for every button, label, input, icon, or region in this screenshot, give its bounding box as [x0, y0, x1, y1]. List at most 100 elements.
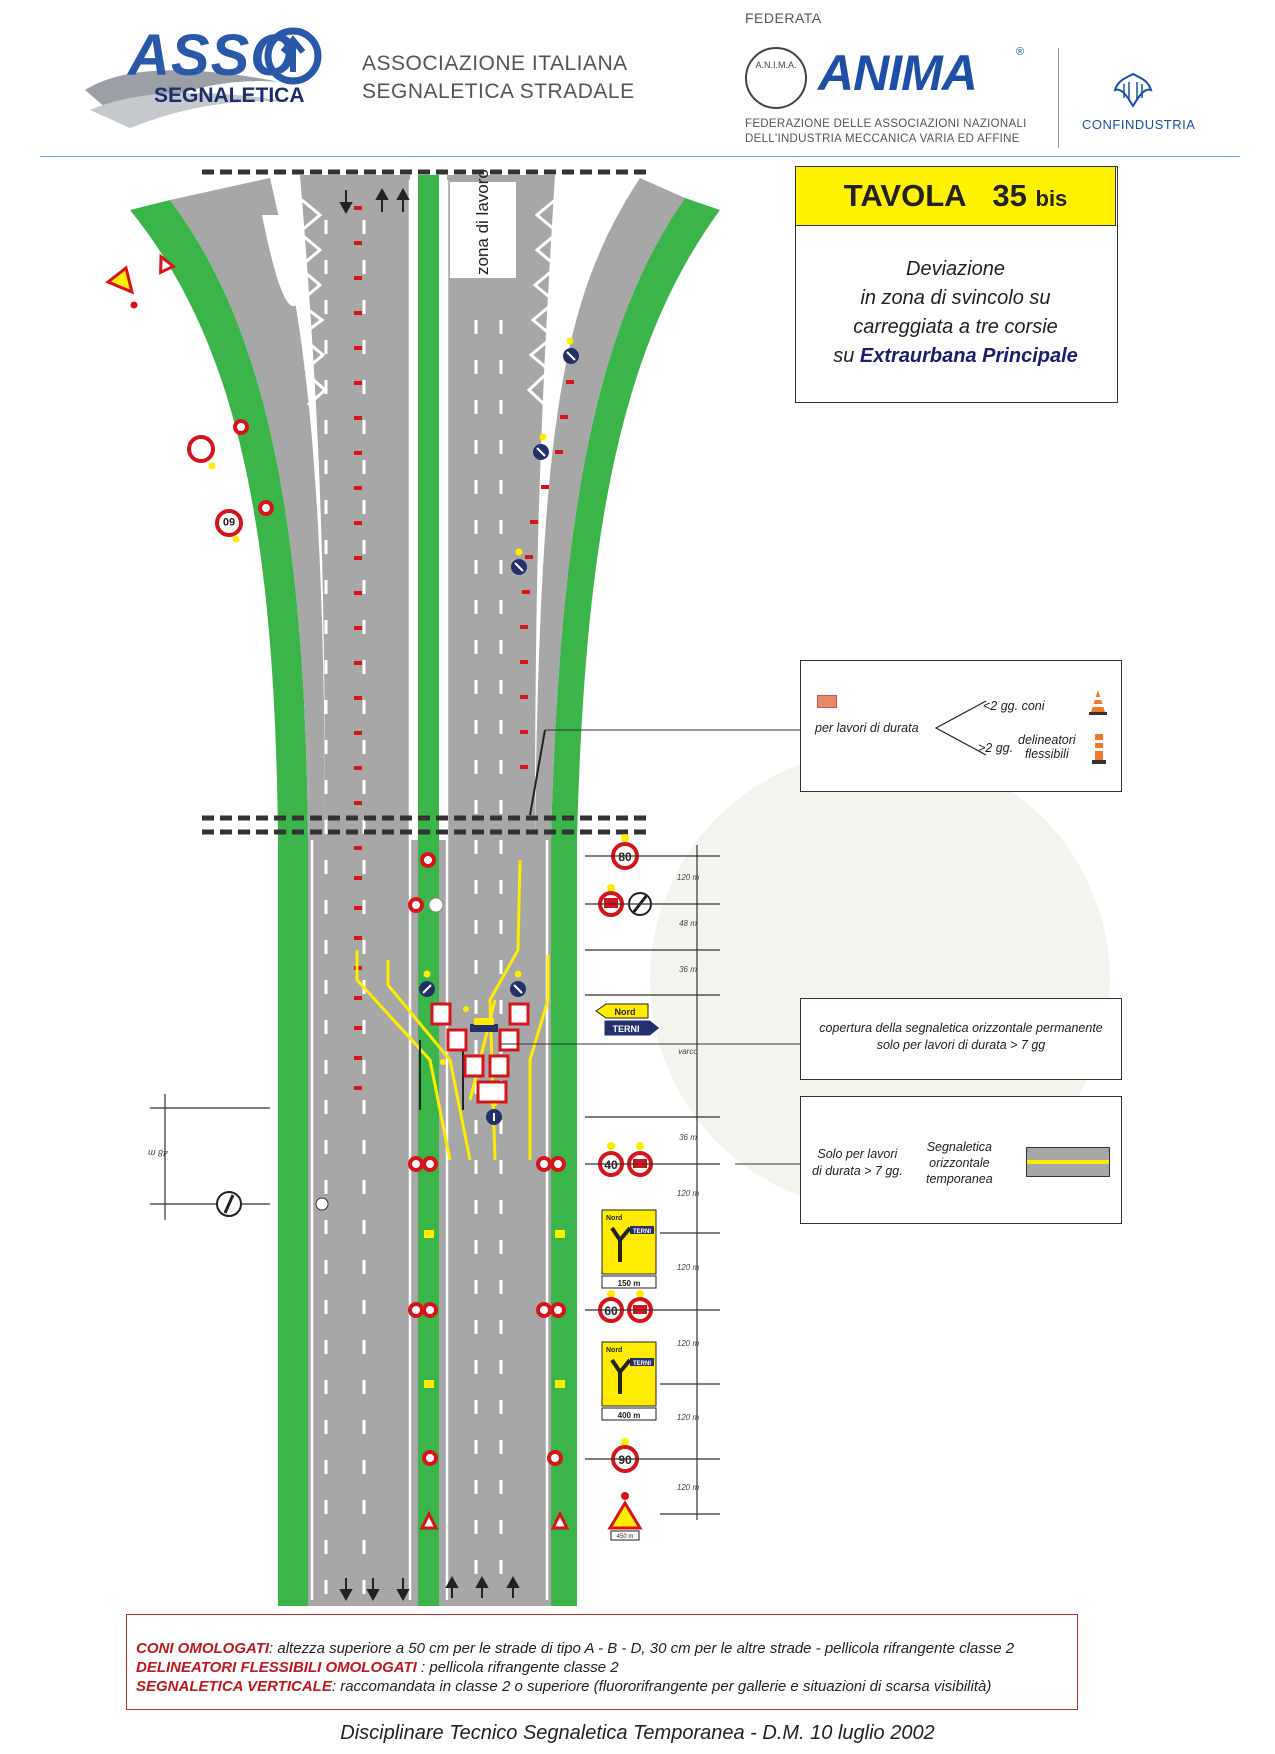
anima-badge-text: A.N.I.M.A. [755, 60, 797, 70]
terni-arrow-sign [603, 1019, 661, 1037]
cone-icon [1089, 690, 1107, 715]
tavola-description: Deviazione in zona di svincolo su carreg… [795, 255, 1116, 371]
long-duration-line-1: delineatori [1018, 733, 1076, 747]
anima-badge-icon [745, 47, 807, 109]
association-line-2: SEGNALETICA STRADALE [362, 80, 635, 103]
speed-80-text: 80 [618, 850, 632, 864]
speed-90-text: 90 [618, 1453, 632, 1467]
background-disc [650, 750, 1110, 1210]
preselection-terni-400: TERNI [633, 1361, 651, 1367]
distance-d3: 36 m [679, 965, 697, 974]
road-diagram: zona di lavoro [105, 169, 1110, 1606]
asso-wordmark: ASSO [128, 23, 297, 88]
right-main-carriageway [447, 175, 555, 840]
temporary-yellow-lines [355, 859, 550, 1161]
federation-line-2: DELL'INDUSTRIA MECCANICA VARIA ED AFFINE [745, 133, 1020, 145]
note-vertical-title: SEGNALETICA VERTICALE [136, 1678, 332, 1695]
work-zone-label: zona di lavoro [473, 169, 492, 275]
preselection-sign-400 [601, 1341, 657, 1407]
note-cones: CONI OMOLOGATI: altezza superiore a 50 c… [136, 1640, 1014, 1657]
preselection-nord-400: Nord [606, 1347, 622, 1354]
cover-legend-text: copertura della segnaletica orizzontale … [800, 1020, 1122, 1054]
black-crossover-lines [419, 729, 546, 1110]
terni-text: TERNI [613, 1024, 640, 1034]
duration-label: per lavori di durata [815, 721, 919, 735]
cover-legend [800, 998, 1122, 1080]
note-delineators: DELINEATORI FLESSIBILI OMOLOGATI : pelli… [136, 1659, 619, 1676]
keep-direction-discs [419, 348, 579, 1125]
left-ramp-road [170, 178, 325, 840]
temp-right-line-1: Segnaletica [926, 1140, 993, 1154]
distance-d7: 120 m [677, 1339, 700, 1348]
preselection-nord-150: Nord [606, 1215, 622, 1222]
break-lines [202, 169, 652, 835]
speed-60-text: 60 [604, 1304, 618, 1318]
white-disc [428, 897, 444, 913]
right-ramp-verge [551, 198, 720, 840]
federation-lines: FEDERAZIONE DELLE ASSOCIAZIONI NAZIONALI… [745, 117, 1027, 147]
left-distance-label: 48 m [147, 1148, 168, 1158]
association-name: ASSOCIAZIONE ITALIANA SEGNALETICA STRADA… [362, 50, 635, 106]
note-cones-title: CONI OMOLOGATI [136, 1640, 270, 1657]
median [418, 175, 439, 1606]
flexible-delineator-icon [1092, 734, 1106, 764]
nord-arrow-sign [595, 1003, 649, 1019]
left-chevrons [301, 198, 328, 407]
tavola-header [795, 166, 1116, 226]
roadworks-sign-left [105, 265, 138, 309]
note-delineators-title: DELINEATORI FLESSIBILI OMOLOGATI [136, 1659, 417, 1676]
red-ring-cones [233, 419, 566, 1466]
dist-450-text: 450 m [617, 1534, 634, 1540]
left-ramp-speed-signs: 60 [187, 435, 243, 537]
distance-d9: 120 m [677, 1483, 700, 1492]
cover-line-2: solo per lavori di durata > 7 gg [876, 1038, 1046, 1052]
left-verge [278, 840, 308, 1606]
duration-bracket-icon [934, 700, 987, 756]
distance-d2: 48 m [679, 919, 697, 928]
temp-right-line-2: orizzontale [929, 1156, 990, 1170]
tavola-title: TAVOLA 35 bis [795, 178, 1116, 214]
roadworks-sign [607, 1500, 643, 1530]
registered-icon: ® [1016, 46, 1025, 58]
chevron-panels [430, 1002, 530, 1104]
lower-right-carriageway [439, 840, 551, 1606]
long-duration-prefix: >2 gg. [978, 741, 1014, 755]
tavola-number: 35 [992, 178, 1027, 213]
right-chevrons [526, 198, 556, 407]
cover-line-1: copertura della segnaletica orizzontale … [819, 1021, 1103, 1035]
temp-legend-left: Solo per lavori di durata > 7 gg. [812, 1146, 903, 1180]
note-vertical-text: : raccomandata in classe 2 o superiore (… [331, 1678, 992, 1695]
desc-line-4-bold: Extraurbana Principale [859, 345, 1078, 367]
long-duration-label: delineatori flessibili [1018, 733, 1076, 761]
note-vertical-signs: SEGNALETICA VERTICALE: raccomandata in c… [136, 1678, 991, 1695]
small-white-disc [315, 1197, 329, 1211]
warning-triangles [159, 253, 570, 1530]
sign-column: 80 Nord TERNI 40 Nord TERNI 150 m 60 Nor… [595, 834, 661, 1541]
desc-line-2: in zona di svincolo su [860, 287, 1051, 309]
top-direction-arrows [339, 187, 410, 215]
long-duration-line-2: flessibili [1024, 747, 1069, 761]
distance-d1: 120 m [677, 873, 700, 882]
yellow-markers [424, 1230, 565, 1388]
preselection-sign-150 [601, 1209, 657, 1275]
red-delineators [354, 206, 574, 1090]
anima-wordmark: ANIMA [818, 45, 978, 101]
federation-line-1: FEDERAZIONE DELLE ASSOCIAZIONI NAZIONALI [745, 118, 1027, 130]
distance-varco: varco [678, 1047, 698, 1056]
distance-ruler [585, 845, 720, 1520]
dist-400-text: 400 m [618, 1411, 641, 1420]
legend-leaders [500, 729, 800, 1165]
distance-d4: 36 m [679, 1133, 697, 1142]
dist-150-text: 150 m [618, 1279, 641, 1288]
distance-labels: 120 m 48 m 36 m varco 36 m 120 m 120 m 1… [677, 873, 700, 1492]
desc-line-4-prefix: su [833, 345, 855, 367]
work-zone-panel [450, 182, 516, 278]
note-delineators-text: : pellicola rifrangente classe 2 [416, 1659, 619, 1676]
preselection-terni-150: TERNI [633, 1229, 651, 1235]
footer-caption: Disciplinare Tecnico Segnaletica Tempora… [340, 1722, 935, 1744]
tavola-word: TAVOLA [843, 178, 967, 213]
fork-arrow-icon-2 [610, 1358, 632, 1394]
confindustria-label: CONFINDUSTRIA [1082, 117, 1196, 132]
header-rule [40, 156, 1240, 157]
temp-marking-swatch-icon [1026, 1147, 1110, 1177]
